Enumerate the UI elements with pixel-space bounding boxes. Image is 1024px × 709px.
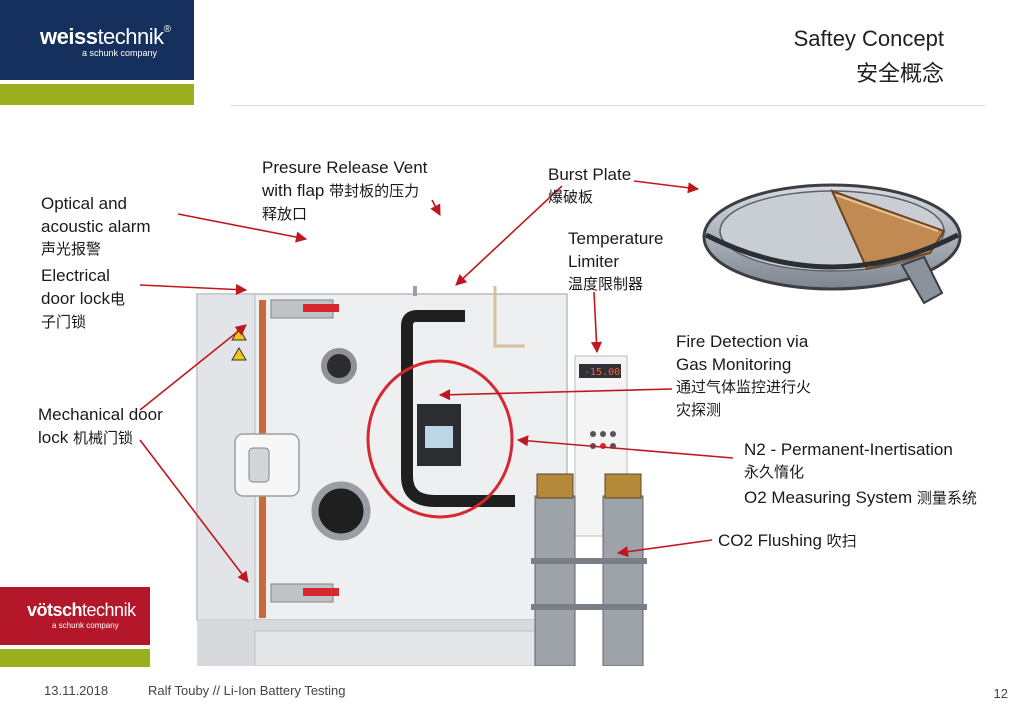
test-chamber-image: -15.00 bbox=[196, 286, 647, 666]
arrow-mechanical-lock-top bbox=[139, 324, 247, 411]
arrow-burst-plate-chamber bbox=[455, 185, 563, 286]
arrow-burst-plate-image bbox=[633, 180, 700, 194]
label-mechanical-door-lock: Mechanical door lock 机械门锁 bbox=[38, 405, 163, 447]
arrow-co2-flushing bbox=[616, 539, 713, 558]
arrow-n2-inertisation bbox=[516, 435, 734, 459]
votschtechnik-logo: vötschtechnik bbox=[27, 600, 136, 620]
page-title-chinese: 安全概念 bbox=[855, 62, 944, 87]
label-co2-flushing: CO2 Flushing 吹扫 bbox=[718, 531, 857, 550]
label-o2-measuring: O2 Measuring System 测量系统 bbox=[744, 488, 977, 507]
label-temperature-limiter: Temperature Limiter 温度限制器 bbox=[568, 229, 664, 293]
label-n2-inertisation: N2 - Permanent-Inertisation 永久惰化 bbox=[744, 440, 953, 481]
weisstechnik-logo-tagline: a schunk company bbox=[82, 48, 158, 58]
footer-author: Ralf Touby // Li-Ion Battery Testing bbox=[148, 683, 346, 698]
page-title: Saftey Concept bbox=[793, 26, 944, 51]
label-optical-alarm: Optical and acoustic alarm 声光报警 bbox=[41, 194, 151, 258]
arrow-optical-alarm bbox=[177, 213, 308, 243]
label-electrical-door-lock: Electrical door lock电 子门锁 bbox=[41, 266, 125, 331]
label-fire-detection: Fire Detection via Gas Monitoring 通过气体监控… bbox=[676, 332, 812, 419]
header-divider bbox=[230, 105, 985, 106]
arrow-fire-detection bbox=[438, 388, 673, 401]
burst-plate-image bbox=[702, 183, 962, 305]
label-burst-plate: Burst Plate 爆破板 bbox=[548, 165, 632, 206]
label-pressure-release-vent: Presure Release Vent with flap 带封板的压力 释放… bbox=[262, 158, 428, 223]
arrow-electrical-lock bbox=[139, 283, 248, 296]
votschtechnik-brand-block bbox=[0, 587, 150, 645]
weisstechnik-brand-block bbox=[0, 0, 194, 80]
temperature-limiter-display: -15.00 bbox=[584, 367, 620, 378]
votschtechnik-logo-tagline: a schunk company bbox=[52, 621, 119, 630]
arrow-mechanical-lock-bottom bbox=[139, 439, 249, 583]
arrow-pressure-vent bbox=[430, 199, 441, 216]
arrow-temperature-limiter bbox=[590, 291, 603, 354]
brand-accent-stripe bbox=[0, 84, 194, 105]
footer-accent-stripe bbox=[0, 649, 150, 667]
weisstechnik-logo: weisstechnik® bbox=[40, 24, 171, 49]
footer-date: 13.11.2018 bbox=[44, 683, 109, 698]
page-number: 12 bbox=[993, 686, 1008, 701]
